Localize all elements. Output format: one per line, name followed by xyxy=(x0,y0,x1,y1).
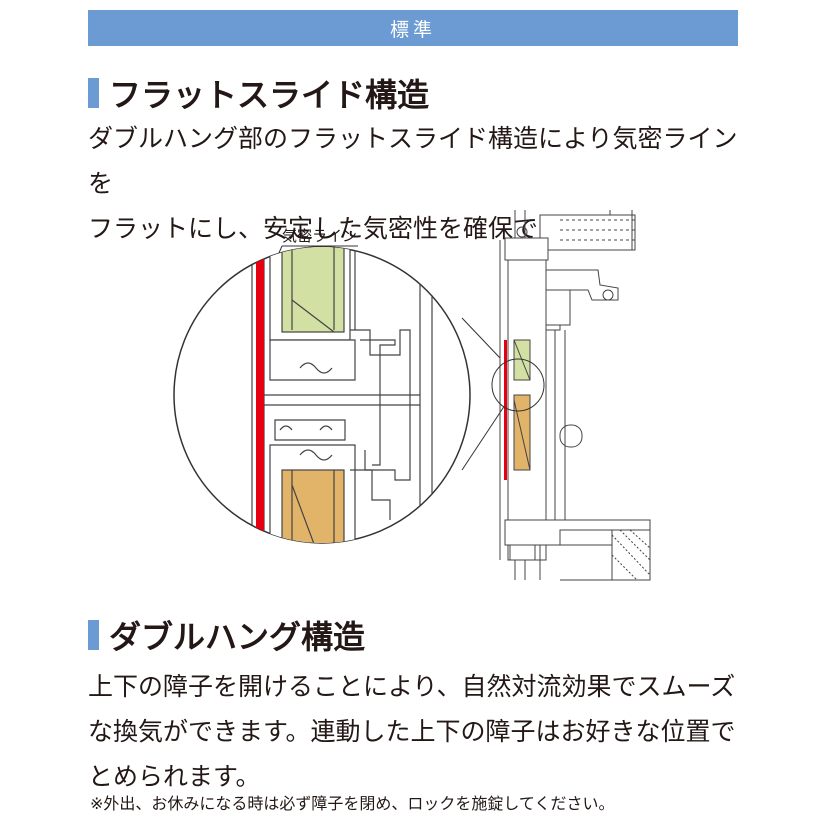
heading-accent-bar xyxy=(88,78,99,108)
zoom-connector-bottom xyxy=(461,404,506,471)
callout-label: 気密ライン xyxy=(282,227,357,245)
heading-title: フラットスライド構造 xyxy=(109,76,430,114)
double-hung-description: 上下の障子を開けることにより、自然対流効果でスムーズ な換気ができます。連動した… xyxy=(88,672,736,791)
section-heading-flat-slide: フラットスライド構造 xyxy=(88,70,429,116)
banner-label: 標準 xyxy=(389,18,436,41)
safety-note: ※外出、お休みになる時は必ず障子を閉め、ロックを施錠してください。 xyxy=(90,794,615,813)
airtight-line xyxy=(256,247,264,543)
cross-section-diagram: 気密ライン xyxy=(173,210,651,581)
section-heading-double-hung: ダブルハング構造 xyxy=(88,612,365,658)
upper-glass xyxy=(281,247,345,333)
magnified-detail xyxy=(173,246,471,544)
zoom-connector-top xyxy=(461,317,501,359)
heading-title: ダブルハング構造 xyxy=(109,618,366,656)
heading-accent-bar xyxy=(88,620,99,650)
category-banner: 標準 xyxy=(88,10,738,46)
detail-marker-circle xyxy=(491,358,545,412)
lower-glass xyxy=(281,469,345,543)
full-section-drawing xyxy=(491,210,651,581)
